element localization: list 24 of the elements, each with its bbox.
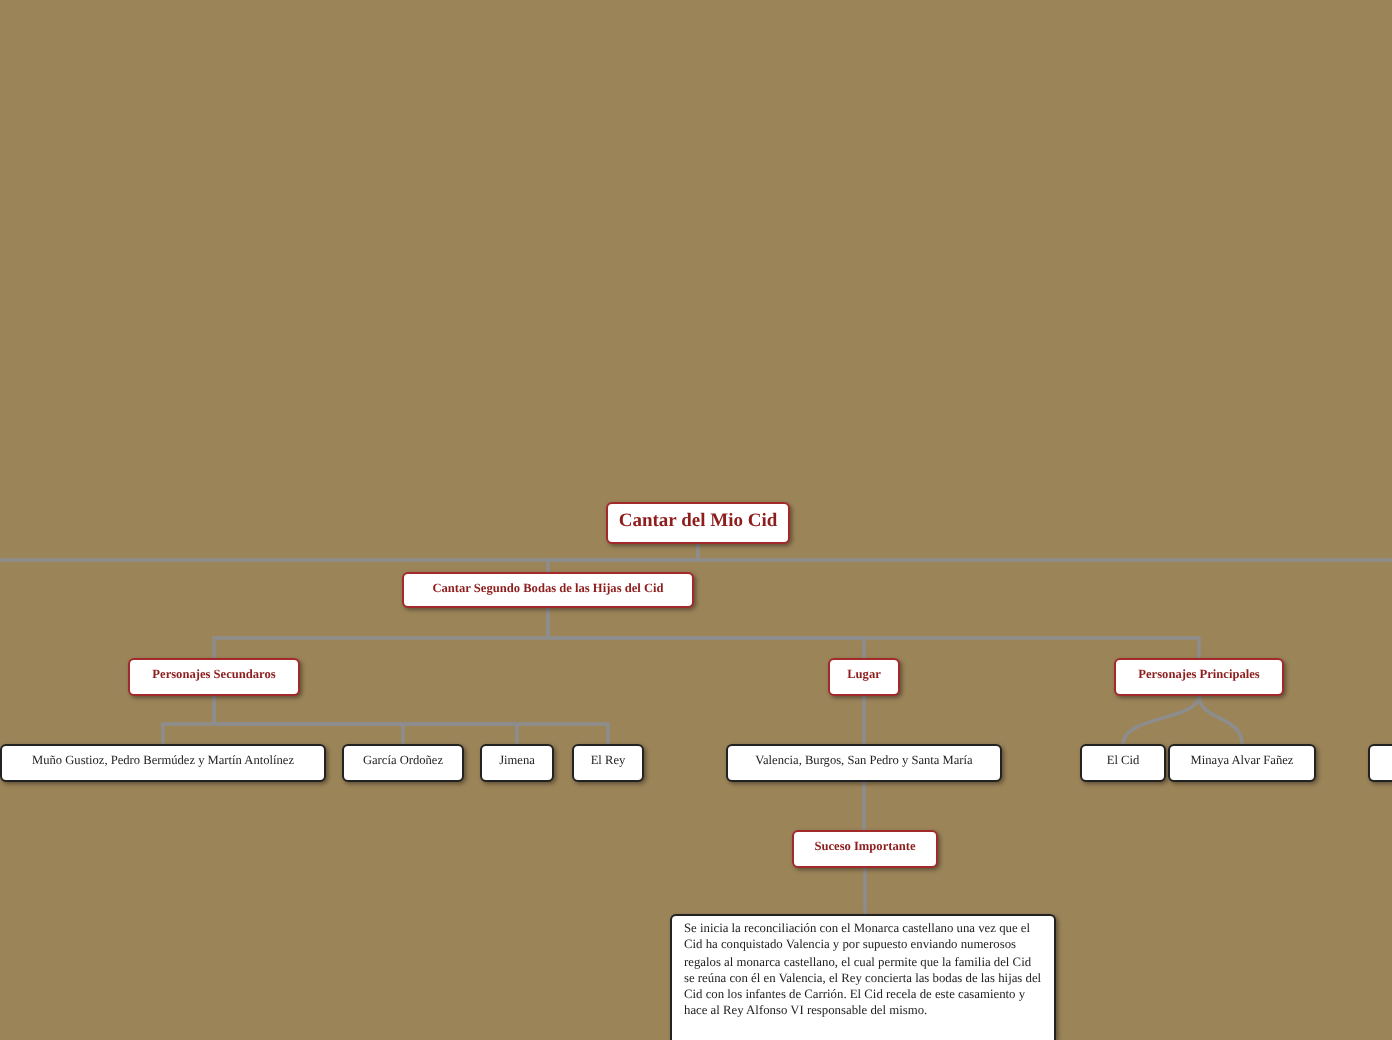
subtopic-box [1080,744,1166,782]
topic-box [828,658,900,696]
connector-line [546,608,1201,658]
connector-line [862,696,866,744]
subtopic-box [726,744,1002,782]
connector-line [1197,695,1244,745]
cut-off-box [1368,744,1392,782]
topic-box [1114,658,1284,696]
topic-box [402,572,694,608]
node-label: Cantar del Mio Cid [618,512,778,534]
connector-line [863,868,867,914]
connector-line [546,544,700,572]
note-box [670,914,1056,1040]
subtopic-box [572,744,644,782]
connector-line [212,696,610,744]
topic-box [792,830,938,868]
subtopic-box [480,744,554,782]
connector-line [1121,695,1201,745]
subtopic-box [0,744,326,782]
topic-box [606,502,790,544]
topic-box [128,658,300,696]
subtopic-box [1168,744,1316,782]
subtopic-box [342,744,464,782]
connector-line [862,782,866,830]
